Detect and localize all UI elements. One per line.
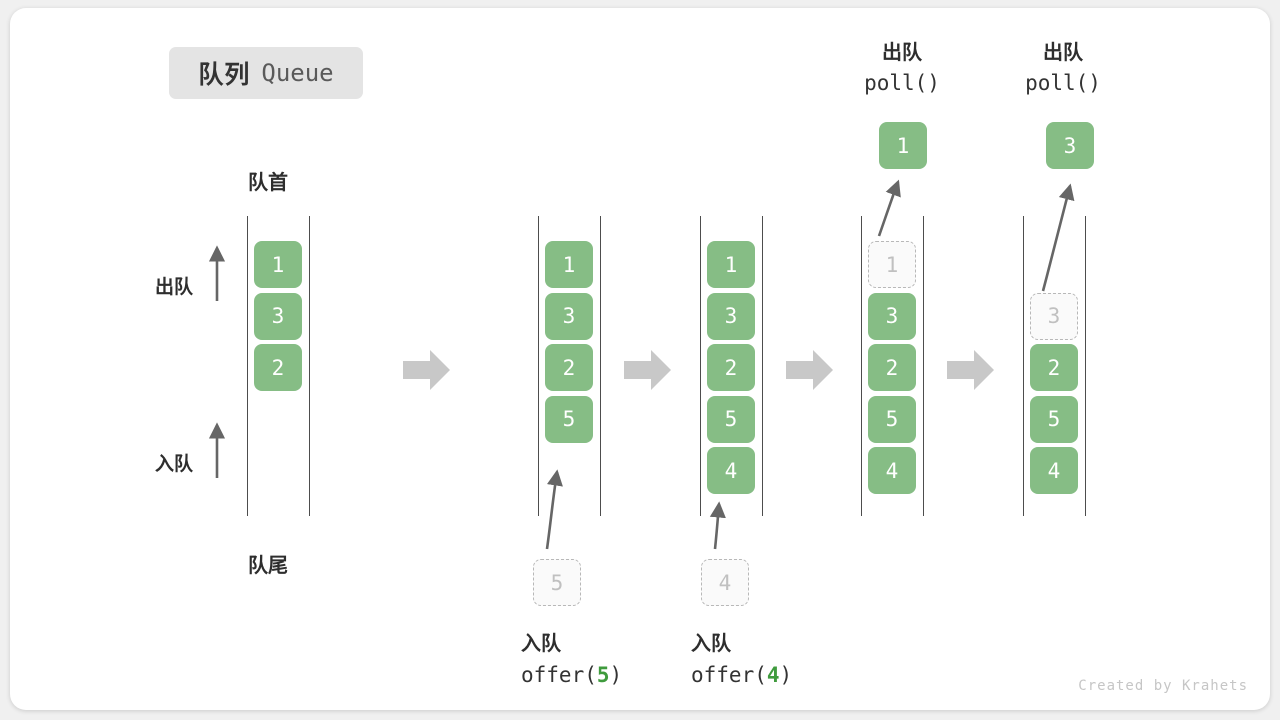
queue-rail-right [309,216,310,516]
dequeue-label: 出队 [155,276,194,298]
caption-offer-5-num: 5 [596,663,610,687]
step-arrow-icon [624,349,672,391]
offer-5-arrow [545,469,563,550]
queue-cell: 2 [1030,344,1078,391]
caption-offer-5-op: offer( [521,663,597,687]
queue-cell: 3 [868,292,916,340]
caption-offer-5: 入队 offer(5) [521,627,691,687]
queue-cell: 1 [254,241,302,288]
queue-cell-removed: 1 [868,241,916,288]
incoming-element: 5 [533,559,581,606]
poll-header-1-op: poll() [864,71,940,95]
queue-rail-left [247,216,248,516]
poll-1-arrow [877,179,901,237]
poll-header-2-op: poll() [1025,71,1101,95]
poll-header-2-zh: 出队 [1043,40,1083,64]
poll-header-2: 出队 poll() [993,36,1133,95]
title-badge: 队列 Queue [169,47,363,99]
rear-label: 队尾 [248,553,288,577]
poll-header-1-zh: 出队 [882,40,922,64]
queue-cell: 5 [707,395,755,443]
queue-rail-left [538,216,539,516]
caption-offer-5-close: ) [609,663,623,687]
step-arrow-icon [947,349,995,391]
queue-cell: 4 [1030,447,1078,494]
diagram-stage: 队列 Queue 队首 队尾 出队 入队 出队 poll() 出队 poll()… [10,8,1270,710]
caption-offer-4-zh: 入队 [691,631,731,655]
queue-rail-right [600,216,601,516]
queue-cell: 5 [545,395,593,443]
queue-cell: 1 [545,241,593,288]
caption-offer-4: 入队 offer(4) [691,627,861,687]
polled-element: 3 [1046,122,1094,169]
queue-cell: 2 [868,344,916,391]
queue-cell: 5 [1030,395,1078,443]
front-label: 队首 [248,170,288,194]
caption-offer-4-close: ) [779,663,793,687]
queue-cell: 2 [545,344,593,391]
queue-rail-left [861,216,862,516]
caption-offer-4-call: offer(4) [691,663,861,687]
caption-offer-5-zh: 入队 [521,631,561,655]
queue-cell-removed: 3 [1030,292,1078,340]
step-arrow-icon [403,349,451,391]
title-en: Queue [261,59,334,87]
queue-cell: 3 [254,292,302,340]
incoming-element: 4 [701,559,749,606]
caption-offer-4-num: 4 [766,663,780,687]
polled-element: 1 [879,122,927,169]
enqueue-label: 入队 [155,453,194,475]
queue-rail-right [1085,216,1086,516]
queue-cell: 3 [707,292,755,340]
poll-3-arrow [1041,183,1075,292]
queue-cell: 4 [868,447,916,494]
queue-rail-right [923,216,924,516]
poll-header-1: 出队 poll() [832,36,972,95]
queue-cell: 5 [868,395,916,443]
queue-cell: 2 [254,344,302,391]
offer-4-arrow [709,501,726,550]
queue-rail-left [700,216,701,516]
queue-rail-left [1023,216,1024,516]
step-arrow-icon [786,349,834,391]
queue-cell: 3 [545,292,593,340]
watermark: Created by Krahets [1078,678,1248,694]
caption-offer-5-call: offer(5) [521,663,691,687]
queue-cell: 1 [707,241,755,288]
queue-cell: 4 [707,447,755,494]
diagram-card: 队列 Queue 队首 队尾 出队 入队 出队 poll() 出队 poll()… [10,8,1270,710]
caption-offer-4-op: offer( [691,663,767,687]
queue-rail-right [762,216,763,516]
queue-cell: 2 [707,344,755,391]
title-zh: 队列 [198,60,251,89]
